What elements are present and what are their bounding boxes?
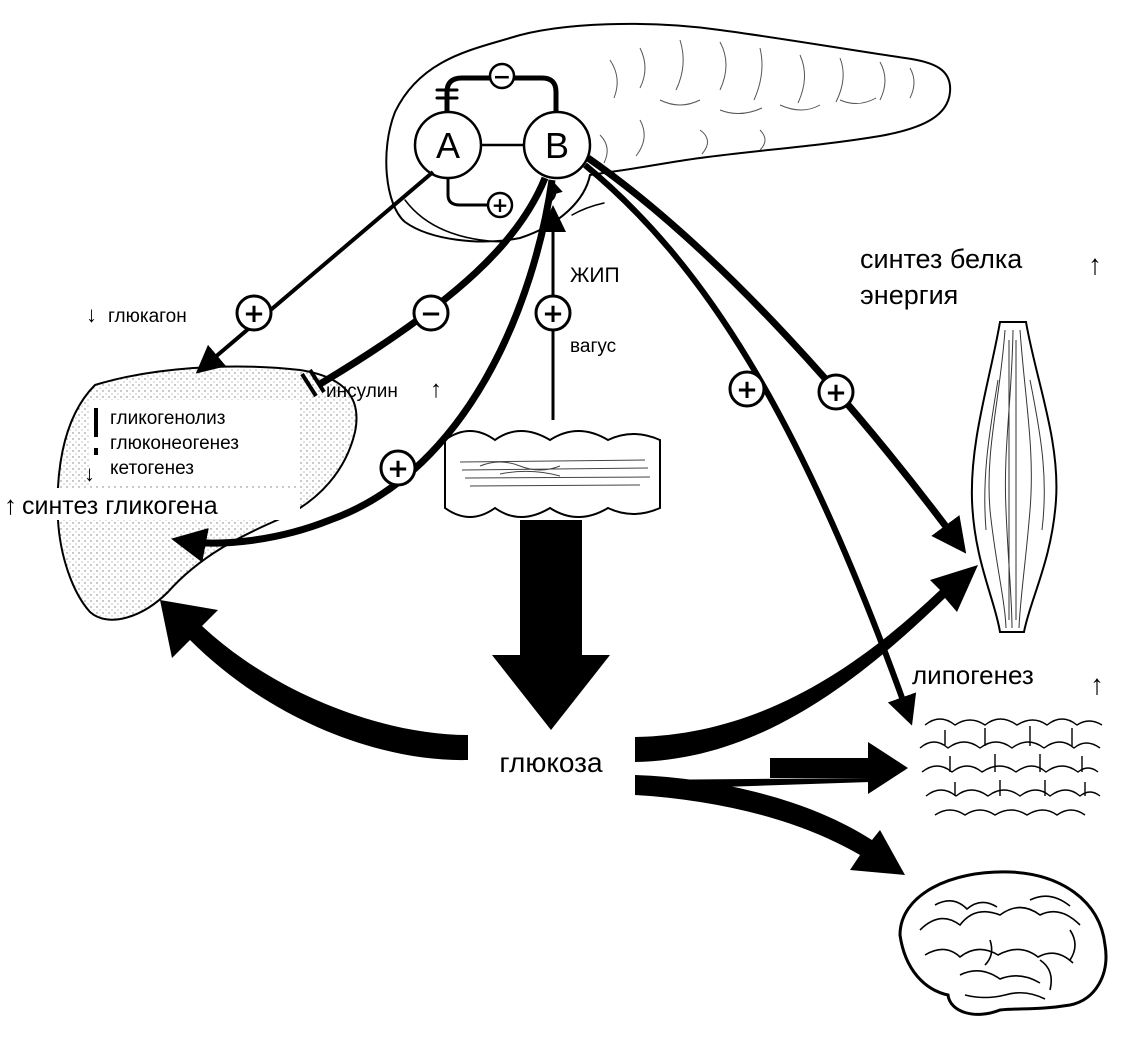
glycogen-synthesis-pathway [171, 179, 556, 563]
glucose-label: глюкоза [499, 747, 603, 778]
svg-text:+: + [542, 299, 564, 329]
beta-cell: B [522, 110, 592, 180]
svg-text:+: + [387, 454, 409, 484]
beta-to-muscle-pathway [585, 155, 967, 554]
svg-text:+: + [736, 375, 758, 405]
vagus-label: вагус [570, 336, 616, 357]
svg-text:↑: ↑ [1088, 249, 1102, 280]
lipogenesis-label: липогенез ↑ [912, 660, 1104, 700]
glucose-to-brain-arrow [635, 775, 905, 875]
plus-badge-gip: + [534, 294, 572, 332]
alpha-cell: A [413, 110, 483, 180]
svg-text:↑: ↑ [4, 490, 17, 520]
svg-text:↓: ↓ [84, 461, 95, 486]
svg-text:синтез гликогена: синтез гликогена [22, 492, 218, 520]
svg-text:+: + [243, 299, 265, 329]
svg-text:гликогенолиз: гликогенолиз [110, 408, 225, 429]
svg-text:кетогенез: кетогенез [110, 458, 194, 479]
glucose-to-liver-arrow [160, 600, 468, 761]
liver-illustration [15, 365, 358, 621]
gip-label: ЖИП [570, 264, 620, 287]
svg-text:инсулин: инсулин [326, 381, 398, 402]
brain-illustration [898, 870, 1108, 1016]
minus-badge-alpha-beta: − [488, 62, 516, 90]
svg-text:+: + [825, 378, 847, 408]
glucose-flows [160, 520, 978, 875]
liver-process-list: ↓ гликогенолиз глюконеогенез кетогенез [84, 408, 239, 486]
svg-text:↑: ↑ [1090, 669, 1104, 700]
svg-text:глюконеогенез: глюконеогенез [110, 433, 239, 454]
svg-text:+: + [492, 193, 509, 217]
plus-badge-alpha-beta: + [486, 191, 514, 219]
glucagon-pathway [195, 170, 435, 374]
plus-badge-glycogen: + [379, 449, 417, 487]
glucose-to-muscle-arrow [635, 565, 978, 762]
muscle-illustration [970, 321, 1058, 633]
muscle-effects-label: синтез белка энергия ↑ [860, 244, 1102, 310]
svg-text:липогенез: липогенез [912, 660, 1034, 690]
svg-text:B: B [545, 125, 569, 166]
svg-text:синтез белка: синтез белка [860, 244, 1023, 274]
svg-text:−: − [493, 65, 511, 90]
intestine-illustration [444, 430, 661, 518]
svg-text:↑: ↑ [430, 376, 442, 403]
plus-badge-glucagon: + [235, 294, 273, 332]
glucagon-label: ↓ глюкагон [86, 302, 187, 327]
plus-badge-muscle: + [817, 373, 855, 411]
glycogen-synthesis-label: ↑ синтез гликогена [4, 490, 218, 520]
glucose-to-adipose-arrow-thick [770, 742, 908, 794]
minus-badge-insulin: − [412, 294, 450, 332]
svg-text:глюкагон: глюкагон [108, 306, 187, 327]
intestine-to-glucose-arrow [492, 520, 610, 730]
svg-text:↓: ↓ [86, 302, 97, 327]
svg-text:A: A [436, 125, 460, 166]
plus-badge-adipose: + [728, 370, 766, 408]
beta-to-adipose-pathway [583, 162, 917, 726]
adipose-tissue-illustration [919, 718, 1103, 816]
svg-text:−: − [420, 299, 442, 329]
svg-text:энергия: энергия [860, 280, 958, 310]
insulin-label: инсулин ↑ [326, 376, 442, 403]
insulin-inhibition-pathway [300, 176, 549, 398]
